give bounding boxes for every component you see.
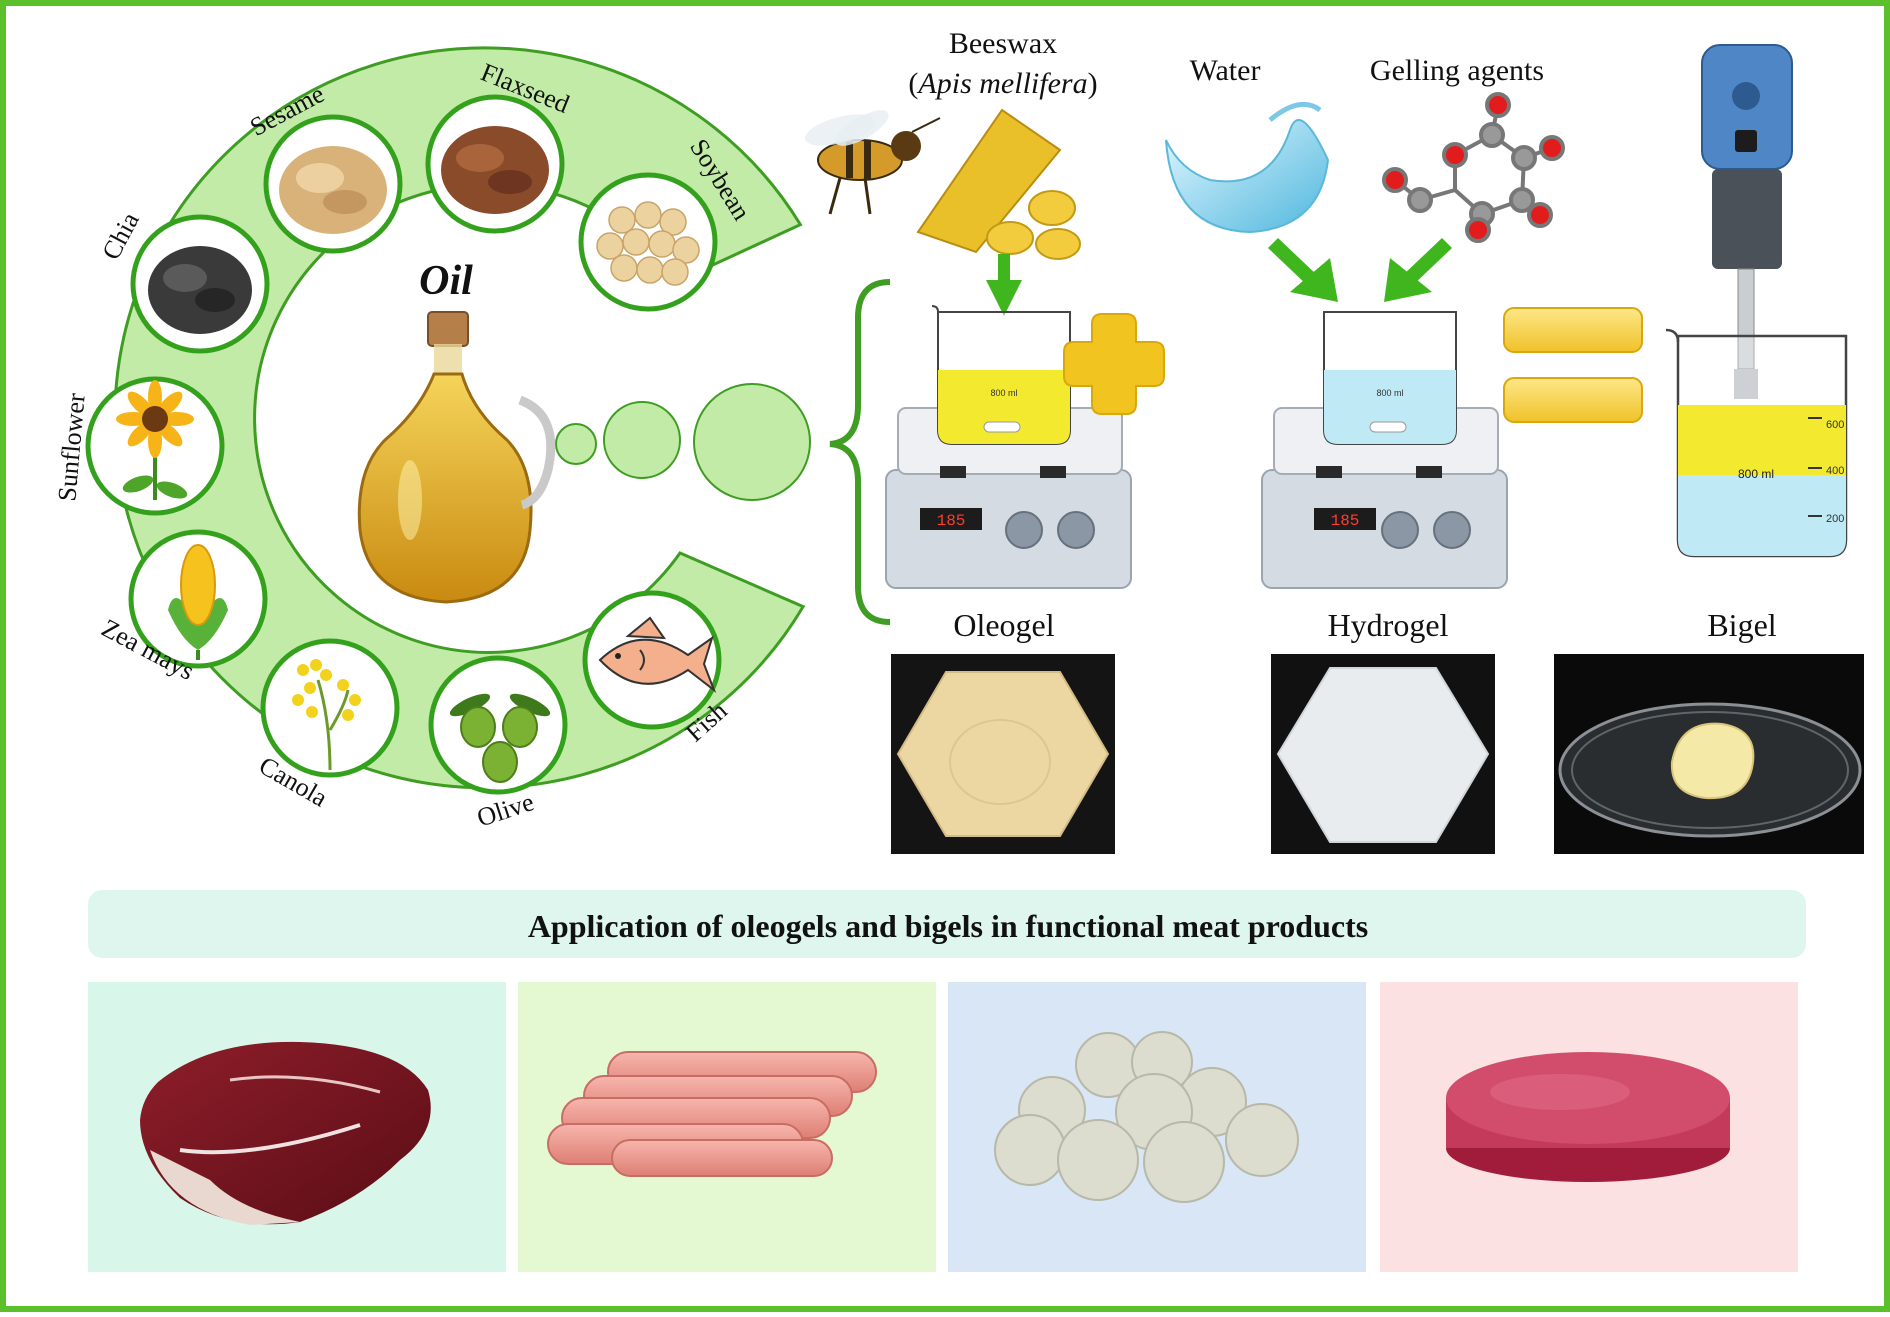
bigel-tick-600: 600 <box>1826 419 1844 431</box>
arrow-beeswax-to-oleogel <box>986 254 1022 316</box>
bubble-small <box>555 423 597 465</box>
beeswax-species-line: (Apis mellifera) <box>908 67 1097 100</box>
hydrogel-display-readout: 185 <box>1331 512 1360 530</box>
equals-sign-bottom-bar <box>1503 377 1643 423</box>
species-name: Apis mellifera <box>916 67 1087 100</box>
oleogel-photo <box>891 654 1115 854</box>
bubble-large <box>693 383 811 501</box>
flaxseed-icon <box>425 94 565 234</box>
bigel-beaker: 600 400 200 800 ml <box>1665 328 1848 558</box>
burger-patty-icon <box>1446 1052 1730 1182</box>
sesame-seeds-icon <box>263 114 403 254</box>
olive-icon <box>428 655 568 795</box>
gelling-agents-label: Gelling agents <box>1370 54 1544 87</box>
process-section: Beeswax (Apis mellifera) Water Gelling a… <box>805 27 1864 854</box>
meatballs-icon <box>994 1031 1299 1203</box>
soybean-icon <box>578 172 718 312</box>
bigel-label: Bigel <box>1707 607 1776 643</box>
steak-icon <box>140 1041 431 1225</box>
water-splash-icon <box>1165 101 1330 234</box>
bubble-medium <box>603 401 681 479</box>
arrow-water-to-hydrogel <box>1268 238 1338 302</box>
homogenizer-icon <box>1701 44 1793 399</box>
fish-icon <box>582 590 722 730</box>
bigel-tick-200: 200 <box>1826 513 1844 525</box>
applications-section: Application of oleogels and bigels in fu… <box>88 890 1806 1272</box>
hydrogel-label: Hydrogel <box>1328 607 1449 643</box>
molecule-icon <box>1382 92 1565 243</box>
arrows <box>986 238 1452 316</box>
oleogel-label: Oleogel <box>953 607 1054 643</box>
oleogel-beaker: 800 ml <box>931 305 1071 445</box>
water-label: Water <box>1190 54 1261 87</box>
arrow-gelling-to-hydrogel <box>1384 238 1452 302</box>
canola-flower-icon <box>260 638 400 778</box>
chia-seeds-icon <box>130 214 270 354</box>
oleogel-beaker-volume: 800 ml <box>990 388 1017 398</box>
plus-sign-icon <box>1063 313 1165 415</box>
bigel-tick-400: 400 <box>1826 465 1844 477</box>
oleogel-display-readout: 185 <box>937 512 966 530</box>
hydrogel-beaker-volume: 800 ml <box>1376 388 1403 398</box>
beeswax-icon <box>916 108 1081 260</box>
applications-title: Application of oleogels and bigels in fu… <box>528 908 1368 944</box>
species-close-paren: ) <box>1088 67 1098 100</box>
oil-title: Oil <box>419 258 473 304</box>
bigel-beaker-volume: 800 ml <box>1738 467 1774 481</box>
sausages-icon <box>547 1051 877 1177</box>
oil-bottle-icon <box>357 311 556 604</box>
hydrogel-photo <box>1271 654 1495 854</box>
beeswax-label: Beeswax <box>949 27 1057 60</box>
species-open-paren: ( <box>908 67 918 100</box>
curly-brace <box>829 279 891 625</box>
bee-icon <box>805 110 941 215</box>
equals-sign-top-bar <box>1503 307 1643 353</box>
corn-icon <box>128 529 268 669</box>
oil-sources-wheel: Chia Sesame Flaxseed Soybean Sunflower Z… <box>52 46 811 833</box>
sunflower-icon <box>85 376 225 516</box>
bigel-photo <box>1554 654 1864 854</box>
hydrogel-beaker: 800 ml <box>1323 311 1457 445</box>
applications-banner <box>88 890 1806 958</box>
